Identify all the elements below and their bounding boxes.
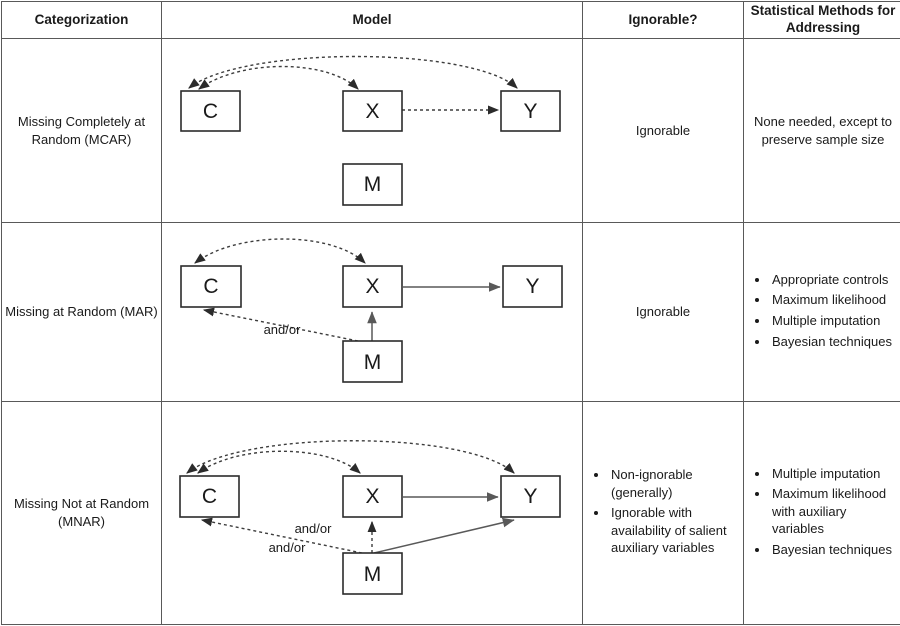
list-item: Bayesian techniques [770, 541, 900, 559]
node-m-mcar: M [343, 164, 402, 205]
list-item: Appropriate controls [770, 271, 900, 289]
cell-methods-mnar: Multiple imputation Maximum likelihood w… [744, 402, 900, 625]
node-y-label: Y [525, 275, 539, 298]
node-m-mar: M [343, 341, 402, 382]
node-m-label: M [364, 351, 382, 374]
node-c-mnar: C [180, 476, 239, 517]
edge-label-and-or-x: and/or [295, 521, 333, 536]
list-item: Multiple imputation [770, 312, 900, 330]
node-x-mcar: X [343, 91, 402, 131]
node-c-label: C [202, 485, 217, 508]
edge-label-and-or-c: and/or [269, 540, 307, 555]
node-x-mnar: X [343, 476, 402, 517]
ignorable-list-mnar: Non-ignorable (generally) Ignorable with… [583, 466, 743, 557]
cell-ignorable-mcar: Ignorable [583, 39, 744, 223]
table-row-mar: Missing at Random (MAR) [2, 223, 900, 402]
node-y-label: Y [523, 100, 537, 123]
node-m-label: M [364, 173, 382, 196]
cell-ignorable-mnar: Non-ignorable (generally) Ignorable with… [583, 402, 744, 625]
edge-c-x-bidirectional-dashed [198, 451, 360, 473]
node-m-mnar: M [343, 553, 402, 594]
cell-model-mnar: and/or and/or C X Y [162, 402, 583, 625]
header-model: Model [162, 2, 583, 39]
node-y-mnar: Y [501, 476, 560, 517]
list-item: Ignorable with availability of salient a… [609, 504, 743, 557]
cell-methods-mar: Appropriate controls Maximum likelihood … [744, 223, 900, 402]
node-m-label: M [364, 563, 382, 586]
table-row-mcar: Missing Completely at Random (MCAR) [2, 39, 900, 223]
node-x-label: X [365, 275, 379, 298]
node-x-label: X [365, 485, 379, 508]
model-diagram-mcar: C X Y M [162, 39, 580, 222]
edge-c-x-bidirectional-dashed [199, 67, 358, 90]
table-row-mnar: Missing Not at Random (MNAR) [2, 402, 900, 625]
cell-categorization-mnar: Missing Not at Random (MNAR) [2, 402, 162, 625]
node-y-label: Y [523, 485, 537, 508]
edge-m-y-solid [374, 520, 514, 553]
edge-c-y-bidirectional-dashed [187, 441, 514, 473]
node-y-mar: Y [503, 266, 562, 307]
header-categorization: Categorization [2, 2, 162, 39]
edge-c-x-bidirectional-dashed [195, 239, 365, 263]
header-statistical-methods: Statistical Methods for Addressing [744, 2, 900, 39]
edge-label-and-or: and/or [264, 322, 302, 337]
node-c-label: C [203, 100, 218, 123]
methods-list-mar: Appropriate controls Maximum likelihood … [744, 271, 900, 350]
list-item: Multiple imputation [770, 465, 900, 483]
list-item: Maximum likelihood with auxiliary variab… [770, 485, 900, 538]
model-diagram-mar: and/or C X Y [162, 223, 580, 401]
cell-categorization-mar: Missing at Random (MAR) [2, 223, 162, 402]
cell-model-mcar: C X Y M [162, 39, 583, 223]
cell-ignorable-mar: Ignorable [583, 223, 744, 402]
list-item: Non-ignorable (generally) [609, 466, 743, 501]
node-x-mar: X [343, 266, 402, 307]
list-item: Maximum likelihood [770, 291, 900, 309]
model-diagram-mnar: and/or and/or C X Y [162, 402, 580, 624]
methods-list-mnar: Multiple imputation Maximum likelihood w… [744, 465, 900, 559]
list-item: Bayesian techniques [770, 333, 900, 351]
node-c-mar: C [181, 266, 241, 307]
header-ignorable: Ignorable? [583, 2, 744, 39]
node-y-mcar: Y [501, 91, 560, 131]
table-header-row: Categorization Model Ignorable? Statisti… [2, 2, 900, 39]
node-c-mcar: C [181, 91, 240, 131]
cell-methods-mcar: None needed, except to preserve sample s… [744, 39, 900, 223]
cell-model-mar: and/or C X Y [162, 223, 583, 402]
cell-categorization-mcar: Missing Completely at Random (MCAR) [2, 39, 162, 223]
node-x-label: X [365, 100, 379, 123]
node-c-label: C [203, 275, 218, 298]
